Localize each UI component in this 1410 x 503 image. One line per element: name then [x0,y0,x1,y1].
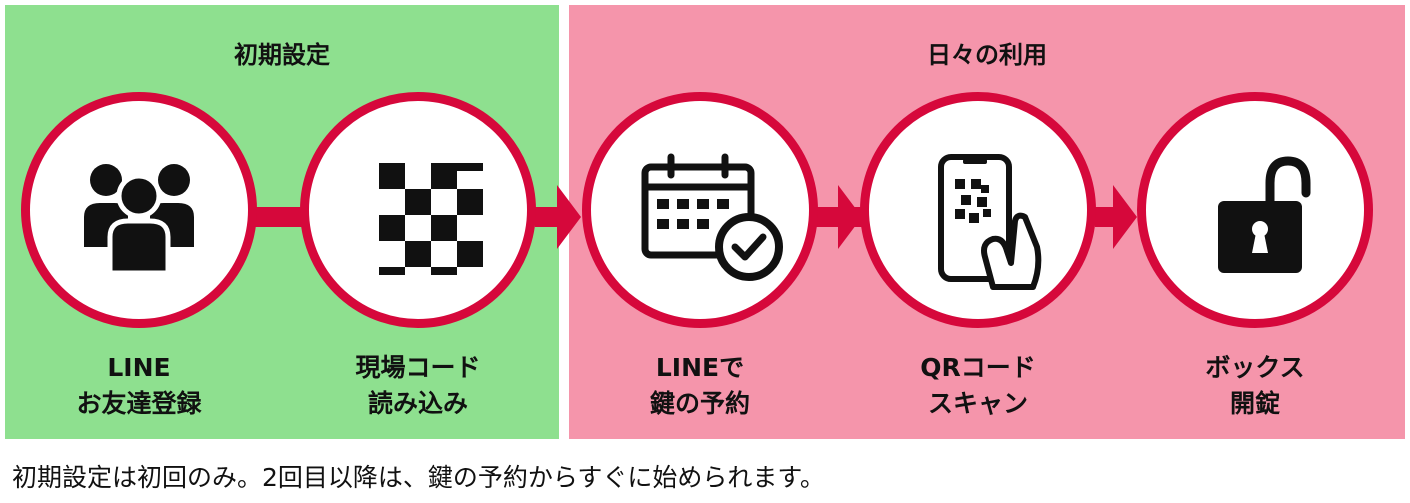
step-label-line2: スキャン [927,389,1028,418]
connector-1-2 [250,207,310,227]
qr-code-icon [379,163,483,275]
step-circle-friend-add [21,92,257,328]
step-label-line2: お友達登録 [76,389,202,418]
step-circle-box-unlock [1137,92,1373,328]
step-label-line1: QRコード [920,353,1036,382]
footer-note: 初期設定は初回のみ。2回目以降は、鍵の予約からすぐに始められます。 [12,463,825,492]
initial-setup-title: 初期設定 [234,41,330,69]
step-circle-site-code [300,92,536,328]
step-label-line1: LINEで [655,353,745,382]
step-label-line2: 開錠 [1229,389,1280,418]
step-label-box-unlock: ボックス 開錠 [1135,350,1375,422]
arrow-head-4-5 [1113,185,1137,249]
step-label-line2: 読み込み [367,389,468,418]
step-label-line1: ボックス [1205,353,1305,382]
step-circle-reservation [582,92,818,328]
step-circle-qr-scan [860,92,1096,328]
arrow-head-3-4 [838,185,862,249]
step-label-qr-scan: QRコード スキャン [858,350,1098,422]
daily-use-title: 日々の利用 [927,41,1047,69]
arrow-head-2-3 [557,185,581,249]
calendar-check-icon [641,153,783,281]
phone-qr-scan-icon [938,154,1042,290]
people-group-icon [84,164,194,276]
step-label-line1: LINE [107,353,171,382]
step-label-site-code: 現場コード 読み込み [298,350,538,422]
step-label-line1: 現場コード [355,353,481,382]
unlocked-padlock-icon [1218,156,1311,273]
step-label-friend-add: LINE お友達登録 [19,350,259,422]
step-label-line2: 鍵の予約 [649,389,750,418]
step-label-reservation: LINEで 鍵の予約 [580,350,820,422]
